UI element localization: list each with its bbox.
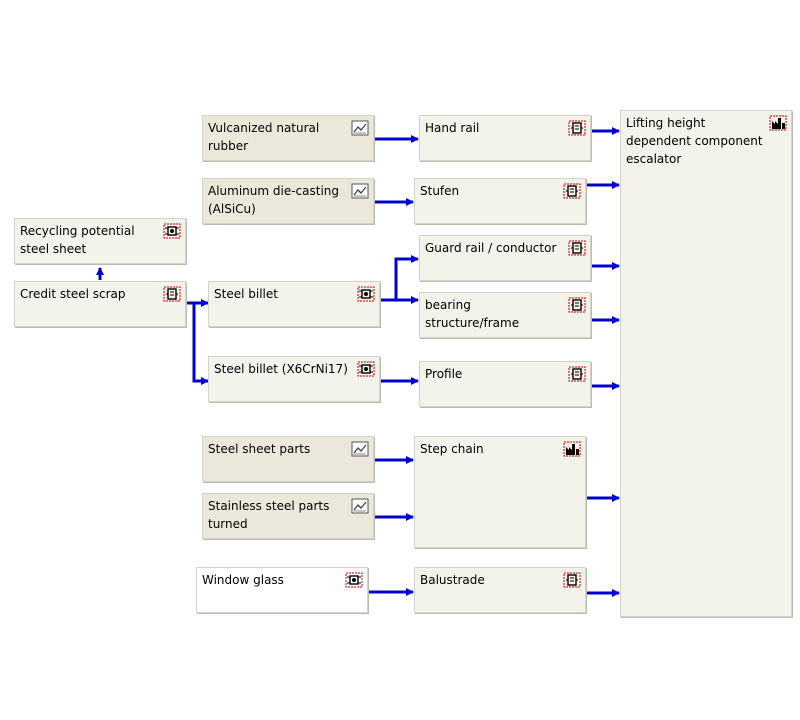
- node-window-glass[interactable]: Window glass: [196, 567, 368, 613]
- node-step-chain[interactable]: Step chain: [414, 436, 586, 548]
- node-label: Steel billet: [214, 287, 278, 301]
- node-stainless-parts[interactable]: Stainless steel parts turned: [202, 493, 374, 539]
- node-lifting-height[interactable]: Lifting height dependent component escal…: [620, 110, 792, 617]
- node-balustrade[interactable]: Balustrade: [414, 567, 586, 613]
- node-label: Balustrade: [420, 573, 485, 587]
- transport-icon: [568, 120, 586, 136]
- transport-icon: [163, 286, 181, 302]
- transport-icon: [563, 183, 581, 199]
- node-steel-billet-x6[interactable]: Steel billet (X6CrNi17): [208, 356, 380, 402]
- chart-icon: [351, 120, 369, 136]
- node-vulcanized-rubber[interactable]: Vulcanized natural rubber: [202, 115, 374, 161]
- node-label: Guard rail / conductor: [425, 241, 557, 255]
- node-label: Lifting height dependent component escal…: [626, 116, 763, 166]
- chart-icon: [351, 441, 369, 457]
- process-icon: [357, 361, 375, 377]
- node-label: Steel sheet parts: [208, 442, 311, 456]
- node-label: Aluminum die-casting (AlSiCu): [208, 184, 340, 216]
- node-steel-sheet-parts[interactable]: Steel sheet parts: [202, 436, 374, 482]
- node-label: Hand rail: [425, 121, 480, 135]
- transport-icon: [568, 366, 586, 382]
- node-label: Vulcanized natural rubber: [208, 121, 320, 153]
- node-label: Steel billet (X6CrNi17): [214, 362, 348, 376]
- node-bearing-structure[interactable]: bearing structure/frame: [419, 292, 591, 338]
- process-icon: [163, 223, 181, 239]
- node-hand-rail[interactable]: Hand rail: [419, 115, 591, 161]
- node-profile[interactable]: Profile: [419, 361, 591, 407]
- node-label: Window glass: [202, 573, 284, 587]
- node-label: Recycling potential steel sheet: [20, 224, 135, 256]
- node-label: Stainless steel parts turned: [208, 499, 330, 531]
- factory-icon: [563, 441, 581, 457]
- chart-icon: [351, 498, 369, 514]
- edge-credit-billetx6: [192, 303, 209, 385]
- node-aluminum-die-casting[interactable]: Aluminum die-casting (AlSiCu): [202, 178, 374, 224]
- node-label: Profile: [425, 367, 463, 381]
- node-label: Step chain: [420, 442, 484, 456]
- node-label: Stufen: [420, 184, 460, 198]
- node-credit-steel-scrap[interactable]: Credit steel scrap: [14, 281, 186, 327]
- chart-icon: [351, 183, 369, 199]
- node-recycling-potential[interactable]: Recycling potential steel sheet: [14, 218, 186, 264]
- node-label: bearing structure/frame: [425, 298, 520, 330]
- transport-icon: [563, 572, 581, 588]
- process-icon: [357, 286, 375, 302]
- transport-icon: [568, 240, 586, 256]
- node-label: Credit steel scrap: [20, 287, 126, 301]
- node-steel-billet[interactable]: Steel billet: [208, 281, 380, 327]
- transport-icon: [568, 297, 586, 313]
- node-stufen[interactable]: Stufen: [414, 178, 586, 224]
- node-guard-rail[interactable]: Guard rail / conductor: [419, 235, 591, 281]
- edge-billet-guardrail: [394, 255, 419, 300]
- factory-icon: [769, 115, 787, 131]
- process-icon: [345, 572, 363, 588]
